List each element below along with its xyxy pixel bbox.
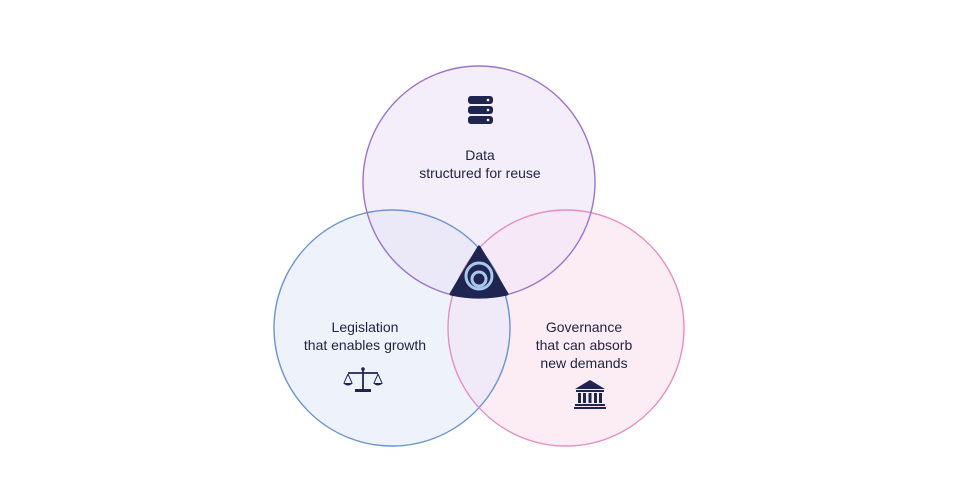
circle-legislation-subtitle: that enables growth (303, 337, 427, 353)
logo-ring-icon (464, 261, 494, 291)
circle-data-title: Data (465, 147, 495, 163)
circle-legislation-label: Legislation that enables growth (285, 318, 445, 354)
circle-governance-subtitle-line-1: that can absorb (535, 337, 633, 353)
circle-governance-label: Governance that can absorb new demands (498, 318, 670, 372)
center-logo (449, 245, 509, 299)
circle-governance-subtitle-line-2: new demands (540, 355, 628, 371)
circle-legislation-title: Legislation (331, 319, 399, 335)
circle-legislation-outline (273, 209, 511, 447)
circle-governance-title: Governance (545, 319, 623, 335)
circle-data-label: Data structured for reuse (389, 146, 571, 182)
overlap-data-legislation (363, 210, 510, 298)
circle-governance-outline (447, 209, 685, 447)
circle-data-subtitle: structured for reuse (419, 165, 541, 181)
overlap-data-governance (448, 210, 595, 298)
database-icon (468, 96, 493, 124)
scales-of-justice-icon (343, 367, 383, 392)
government-building-icon (574, 380, 606, 409)
